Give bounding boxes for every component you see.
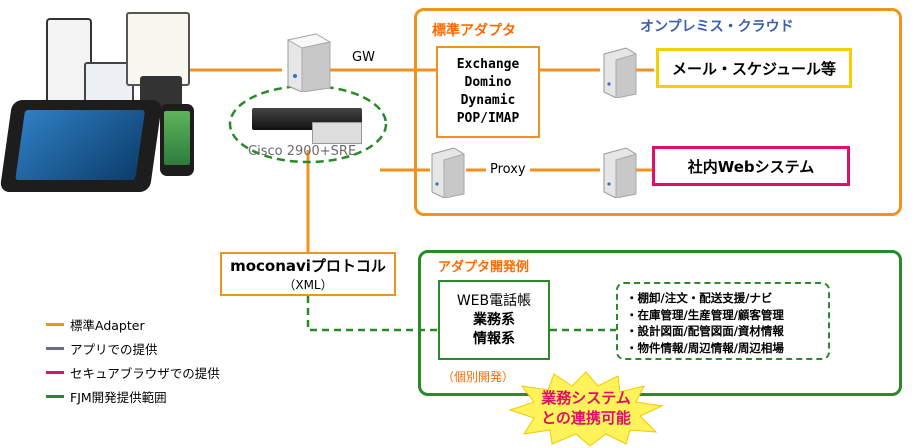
cisco-label: Cisco 2900+SRE	[248, 144, 357, 159]
adapter-group-title: 標準アダプタ	[432, 23, 516, 39]
proxy-server-icon	[426, 146, 466, 202]
legend-label: 標準Adapter	[70, 318, 145, 333]
mail-box: メール・スケジュール等	[656, 48, 852, 88]
legend-label: セキュアブラウザでの提供	[70, 366, 220, 381]
mail-box-label: メール・スケジュール等	[672, 59, 836, 78]
legend-label: アプリでの提供	[70, 342, 158, 357]
gw-server-icon	[278, 30, 334, 96]
legend-swatch	[46, 371, 64, 374]
cloud-title: オンプレミス・クラウド	[640, 19, 794, 35]
cisco-ellipse	[228, 84, 388, 164]
protocol-title: moconaviプロトコル	[230, 257, 386, 275]
burst-shape	[508, 371, 664, 446]
adapter-item: Exchange	[456, 57, 520, 72]
cloud-group	[414, 8, 902, 216]
legend-label: FJM開発提供範囲	[70, 390, 167, 405]
legend-swatch	[46, 347, 64, 350]
legend-swatch	[46, 395, 64, 398]
legend-item-fjm: FJM開発提供範囲	[46, 387, 167, 406]
adapter-box: Exchange Domino Dynamic POP/IMAP	[436, 46, 540, 138]
dev-inner-box: WEB電話帳 業務系 情報系	[438, 280, 550, 360]
web-box: 社内Webシステム	[652, 146, 850, 186]
dev-list-item: ・物件情報/周辺情報/周辺相場	[626, 340, 784, 355]
adapter-item: POP/IMAP	[456, 111, 520, 126]
legend-item-secure-browser: セキュアブラウザでの提供	[46, 363, 220, 382]
dev-note: （個別開発）	[442, 370, 515, 384]
burst-text: 業務システム との連携可能	[506, 382, 666, 434]
devices-illustration	[0, 12, 194, 192]
dev-list-box: ・棚卸/注文・配送支援/ナビ ・在庫管理/生産管理/顧客管理 ・設計図面/配管図…	[616, 282, 830, 360]
web-server-icon	[598, 146, 638, 202]
line-protocol-dev	[306, 296, 438, 332]
legend-item-standard-adapter: 標準Adapter	[46, 315, 145, 334]
phone-screen-3	[126, 12, 190, 86]
tablet	[0, 100, 163, 192]
dev-inner-item: 情報系	[473, 330, 515, 347]
dev-example-title: アダプタ開発例	[438, 260, 530, 275]
proxy-label: Proxy	[486, 162, 530, 177]
smartphone	[160, 104, 194, 176]
dev-list-item: ・棚卸/注文・配送支援/ナビ	[626, 291, 773, 305]
cisco-module-icon	[312, 122, 362, 144]
gw-label: GW	[352, 50, 375, 65]
burst-line-2: との連携可能	[541, 409, 631, 427]
legend-swatch	[46, 323, 64, 326]
web-box-label: 社内Webシステム	[687, 157, 815, 176]
dev-example-group	[418, 250, 902, 396]
dev-list-item: ・設計図面/配管図面/資材情報	[626, 324, 784, 338]
mail-server-icon	[598, 46, 638, 102]
burst-line-1: 業務システム	[541, 389, 631, 407]
adapter-item: Domino	[464, 75, 512, 90]
legend-item-app: アプリでの提供	[46, 339, 158, 358]
dev-inner-item: WEB電話帳	[456, 292, 532, 309]
protocol-box: moconaviプロトコル （XML）	[220, 252, 396, 296]
adapter-item: Dynamic	[460, 93, 516, 108]
dev-inner-item: 業務系	[473, 311, 515, 328]
protocol-sub: （XML）	[283, 278, 333, 292]
dev-list-item: ・在庫管理/生産管理/顧客管理	[626, 307, 784, 322]
